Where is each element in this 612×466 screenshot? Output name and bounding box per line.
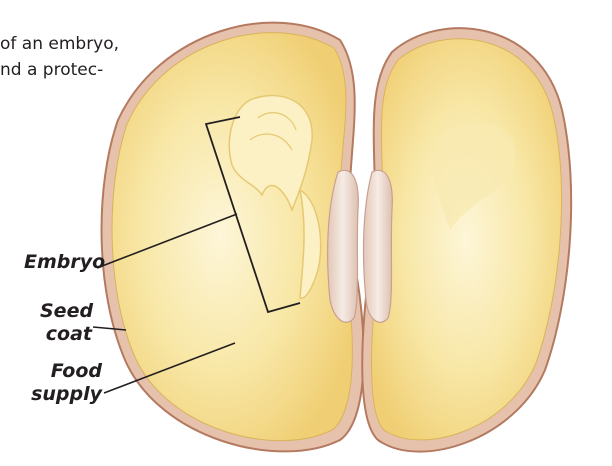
- seed-coat-label-line-2: coat: [40, 323, 92, 346]
- food-supply-label-line-2: supply: [30, 383, 102, 406]
- left-hilum: [328, 170, 359, 322]
- embryo-label: Embryo: [24, 251, 105, 274]
- seed-coat-label-line-1: Seed: [40, 300, 92, 323]
- right-hilum: [364, 170, 393, 322]
- food-supply-label-line-1: Food: [30, 360, 102, 383]
